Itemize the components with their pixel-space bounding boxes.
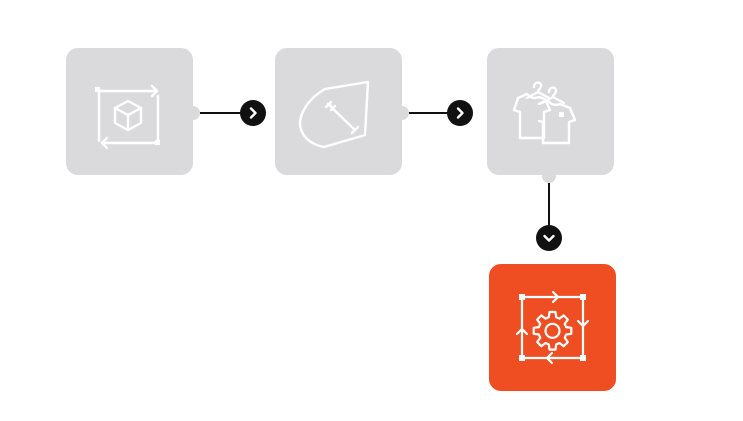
connector-2-line [409, 112, 449, 114]
step-3-node [487, 48, 614, 175]
pattern-measure-icon [298, 80, 370, 149]
3d-cube-frame-icon [95, 84, 160, 150]
chevron-right-icon [456, 107, 464, 119]
step-4-node [489, 264, 616, 391]
step-3-notch [542, 169, 556, 183]
step-2-notch [395, 106, 409, 120]
connector-2-arrow [447, 100, 473, 126]
connector-3-line [548, 183, 550, 227]
connector-1-line [200, 112, 242, 114]
step-1-node [66, 48, 193, 175]
connector-1-arrow [240, 100, 266, 126]
chevron-right-icon [249, 107, 257, 119]
garments-on-hangers-icon [512, 81, 577, 145]
gear-process-cycle-icon [515, 290, 590, 365]
step-1-notch [186, 106, 200, 120]
step-2-node [275, 48, 402, 175]
chevron-down-icon [543, 234, 555, 242]
connector-3-arrow [536, 225, 562, 251]
